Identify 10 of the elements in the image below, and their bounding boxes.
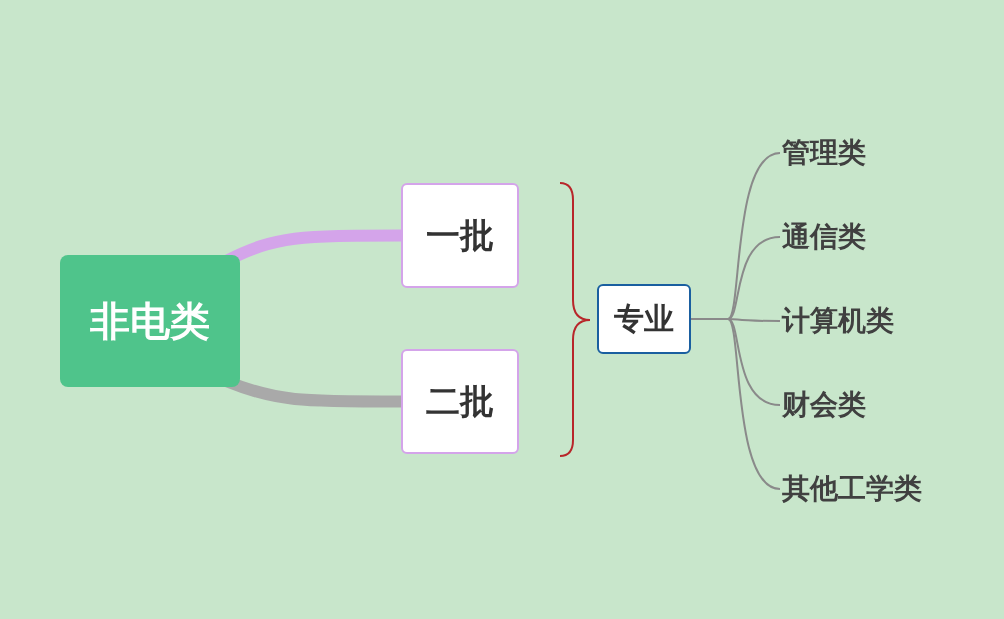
branch-label: 财会类: [782, 387, 866, 423]
branch-box: 二批: [401, 349, 519, 454]
branch-label: 通信类: [782, 219, 866, 255]
branch-label: 管理类: [782, 135, 866, 171]
branch-label: 其他工学类: [782, 471, 922, 507]
topic-box: 非电类: [60, 255, 240, 387]
subtopic-box: 专业: [597, 284, 691, 354]
connector: [690, 318, 781, 490]
branch-box: 一批: [401, 183, 519, 288]
branch-label: 计算机类: [782, 303, 894, 339]
